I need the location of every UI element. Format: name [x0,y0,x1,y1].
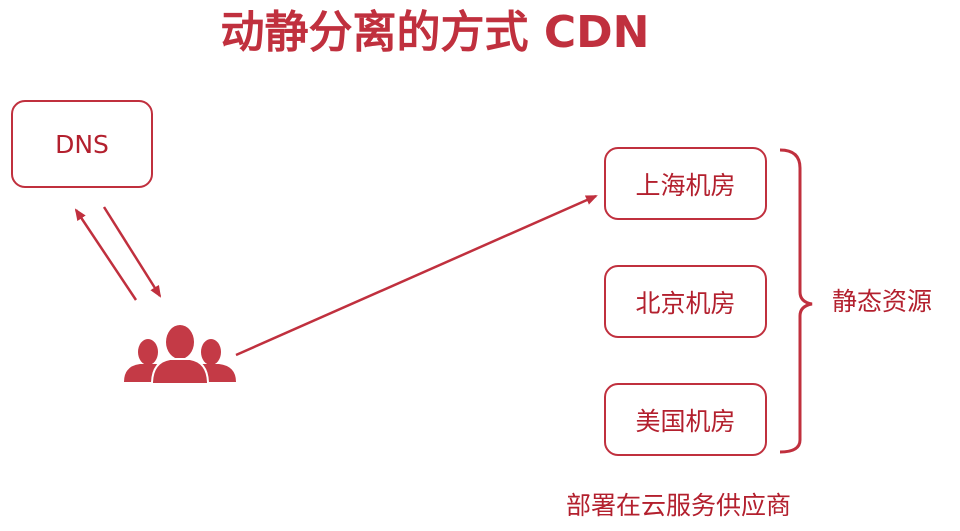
arrow-users-to-datacenter [235,194,598,357]
page-title: 动静分离的方式 CDN [220,7,650,58]
arrow-dns-to-users [102,206,162,298]
deploy-note: 部署在云服务供应商 [566,491,792,520]
arrow-users-to-dns [74,208,138,301]
static-resources-label: 静态资源 [832,287,933,316]
datacenter-usa-label: 美国机房 [635,406,736,436]
datacenter-beijing: 北京机房 [604,265,767,338]
dns-label: DNS [55,129,109,159]
bracket [779,148,813,454]
datacenter-shanghai: 上海机房 [604,147,767,220]
datacenter-usa: 美国机房 [604,383,767,456]
datacenter-shanghai-label: 上海机房 [635,170,736,200]
users-group-icon [124,325,236,385]
datacenter-beijing-label: 北京机房 [635,288,736,318]
dns-box: DNS [11,100,153,188]
